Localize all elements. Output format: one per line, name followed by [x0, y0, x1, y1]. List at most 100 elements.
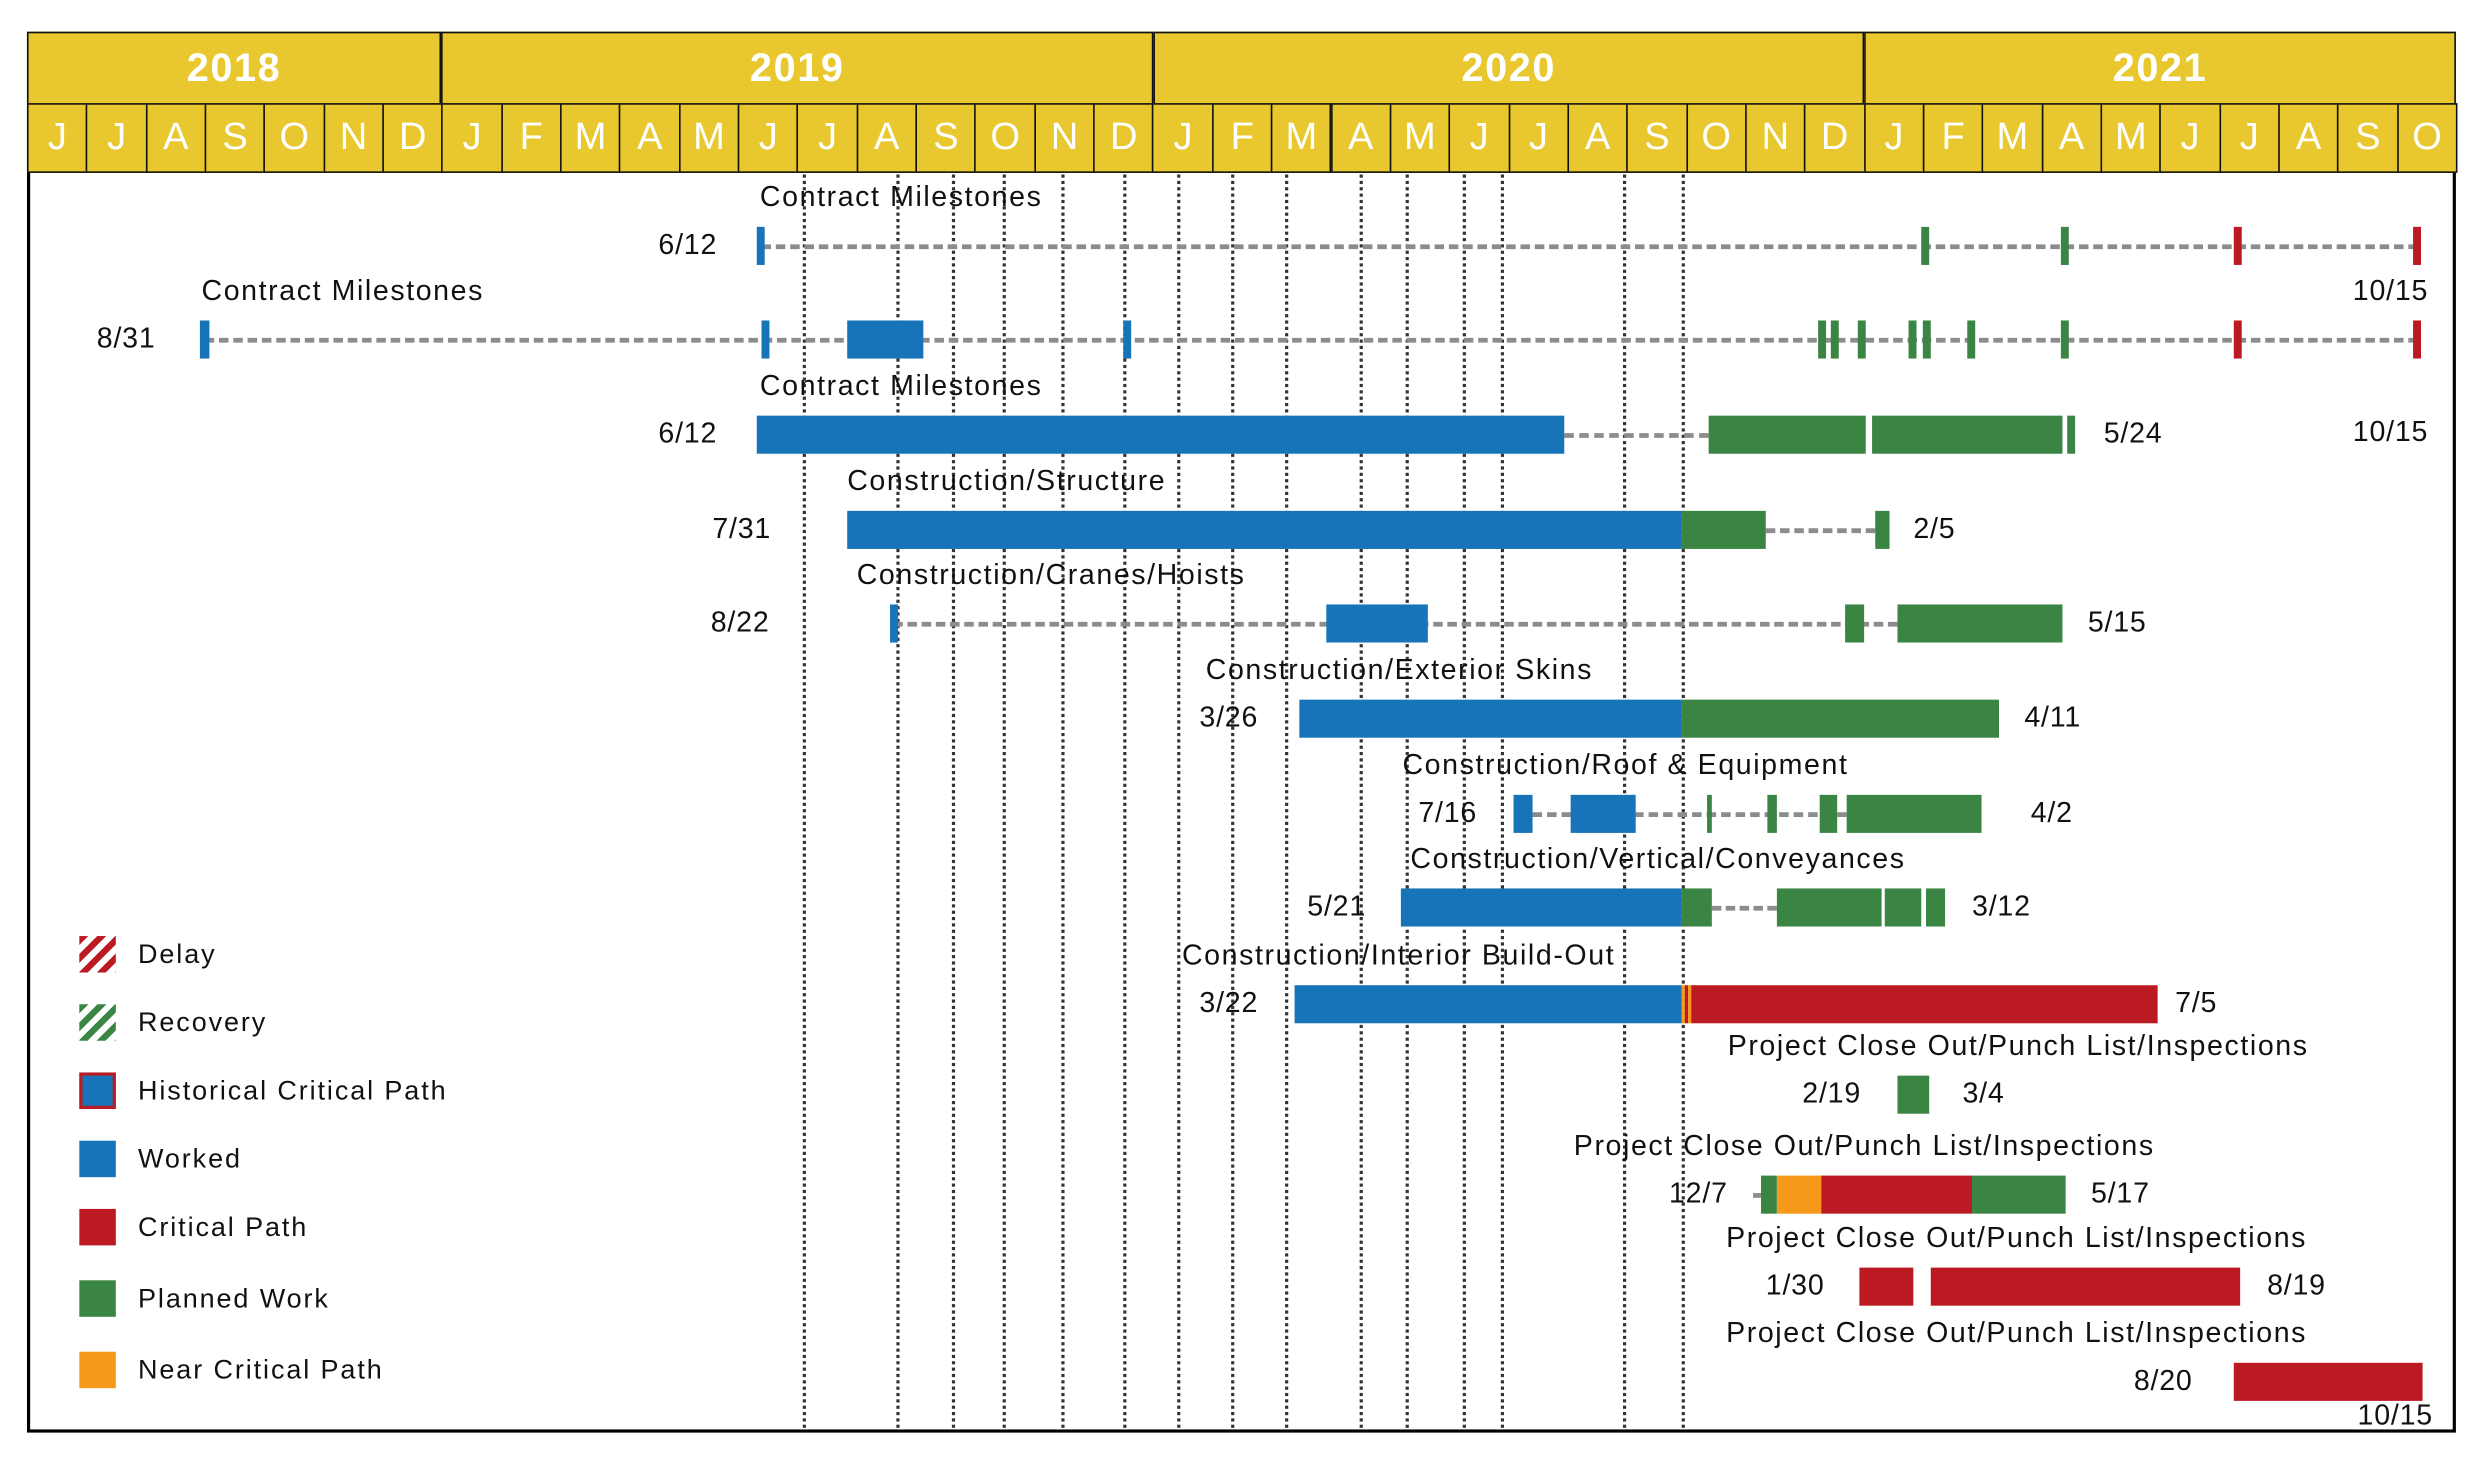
- month-cell: N: [1744, 103, 1806, 173]
- dotted-reference-line: [1285, 174, 1289, 1428]
- start-date: 6/12: [658, 228, 718, 261]
- dashed-connector: [204, 337, 2418, 343]
- legend-label: Planned Work: [138, 1282, 330, 1313]
- month-cell: J: [1508, 103, 1569, 173]
- end-date-label: 10/15: [2357, 1399, 2433, 1432]
- end-date-label: 10/15: [2352, 274, 2429, 307]
- row-label: Construction/Interior Build-Out: [1181, 939, 1616, 971]
- task-bar: [1972, 1175, 2066, 1214]
- task-bar: [1859, 1267, 1914, 1306]
- legend-label: Historical Critical Path: [138, 1074, 448, 1105]
- month-cell: D: [1804, 103, 1866, 173]
- month-cell: O: [2396, 103, 2458, 173]
- row-label: Project Close Out/Punch List/Inspections: [1726, 1316, 2308, 1349]
- row-label: Construction/Cranes/Hoists: [856, 558, 1246, 591]
- historical-critical-path-swatch-icon: [79, 1072, 116, 1109]
- start-date: 12/7: [1668, 1177, 1728, 1209]
- row-label: Contract Milestones: [759, 369, 1043, 402]
- month-cell: A: [1330, 103, 1392, 173]
- critical-path-swatch-icon: [79, 1208, 116, 1246]
- month-cell: J: [86, 103, 147, 173]
- end-date: 2/5: [1913, 512, 1956, 545]
- start-date: 8/20: [2133, 1364, 2193, 1397]
- milestone-tick: [1688, 985, 1692, 1024]
- month-cell: S: [2337, 103, 2399, 173]
- recovery-swatch-icon: [79, 1004, 116, 1041]
- row-label: Construction/Roof & Equipment: [1402, 748, 1849, 781]
- milestone-tick: [2413, 320, 2421, 359]
- end-date: 5/17: [2091, 1177, 2150, 1209]
- milestone-tick: [1922, 320, 1931, 359]
- milestone-tick: [1908, 320, 1917, 359]
- row-label: Project Close Out/Punch List/Inspections: [1573, 1129, 2155, 1162]
- year-cell: 2019: [441, 31, 1154, 105]
- dotted-reference-line: [1061, 174, 1065, 1428]
- dotted-reference-line: [1177, 174, 1181, 1428]
- dotted-reference-line: [1681, 174, 1685, 1428]
- task-bar: [1776, 1175, 1822, 1214]
- milestone-tick: [2233, 320, 2242, 359]
- near-critical-path-swatch-icon: [79, 1351, 116, 1389]
- start-date: 7/31: [712, 512, 772, 545]
- month-cell: A: [2278, 103, 2339, 173]
- end-date-label: 10/15: [2352, 415, 2429, 448]
- row-label: Project Close Out/Punch List/Inspections: [1726, 1221, 2308, 1254]
- legend-item: Historical Critical Path: [79, 1072, 448, 1109]
- dotted-reference-line: [951, 174, 956, 1428]
- month-cell: J: [797, 103, 858, 173]
- end-date: 3/12: [1972, 890, 2031, 922]
- worked-swatch-icon: [79, 1140, 116, 1178]
- month-cell: A: [1567, 103, 1629, 173]
- task-bar: [1846, 794, 1982, 833]
- end-date: 5/24: [2103, 417, 2163, 449]
- month-cell: S: [204, 103, 266, 173]
- dotted-reference-line: [1405, 174, 1409, 1428]
- task-bar: [1326, 604, 1428, 643]
- year-cell: 2020: [1153, 31, 1865, 105]
- start-date: 7/16: [1418, 796, 1478, 829]
- milestone-tick: [1830, 320, 1839, 359]
- task-bar: [2233, 1362, 2423, 1401]
- task-bar: [1897, 604, 2063, 643]
- legend-item: Critical Path: [79, 1208, 308, 1246]
- milestone-tick: [2060, 226, 2069, 265]
- task-bar: [1299, 699, 1682, 738]
- legend-label: Worked: [138, 1143, 242, 1174]
- task-bar: [847, 320, 924, 359]
- milestone-tick: [1684, 985, 1689, 1024]
- month-cell: M: [1389, 103, 1451, 173]
- month-cell: S: [1626, 103, 1688, 173]
- milestone-tick: [2067, 415, 2076, 454]
- start-date: 1/30: [1765, 1269, 1825, 1301]
- milestone-tick: [1681, 985, 1685, 1024]
- legend-item: Worked: [79, 1140, 242, 1178]
- month-cell: F: [500, 103, 562, 173]
- dotted-reference-line: [1359, 174, 1363, 1428]
- month-cell: O: [1685, 103, 1747, 173]
- dashed-connector: [1753, 1193, 1762, 1198]
- milestone-tick: [2413, 226, 2421, 265]
- row-label: Contract Milestones: [201, 274, 485, 307]
- legend-item: Planned Work: [79, 1280, 330, 1317]
- task-bar: [1400, 888, 1682, 927]
- month-cell: A: [856, 103, 918, 173]
- month-cell: J: [2159, 103, 2221, 173]
- legend-label: Delay: [138, 938, 217, 969]
- month-cell: J: [1152, 103, 1214, 173]
- month-cell: N: [1034, 103, 1095, 173]
- milestone-tick: [1857, 320, 1866, 359]
- planned-work-swatch-icon: [79, 1280, 116, 1317]
- task-bar: [1681, 699, 1999, 738]
- month-cell: O: [263, 103, 325, 173]
- month-cell: A: [619, 103, 681, 173]
- legend-item: Recovery: [79, 1004, 268, 1041]
- legend-label: Recovery: [138, 1006, 268, 1037]
- end-date: 7/5: [2175, 986, 2218, 1019]
- task-bar: [1570, 794, 1636, 833]
- month-cell: N: [323, 103, 384, 173]
- task-bar: [1926, 888, 1946, 927]
- task-bar: [1872, 415, 2063, 454]
- task-bar: [847, 510, 1682, 549]
- dashed-connector: [1765, 528, 1876, 534]
- end-date: 5/15: [2087, 606, 2147, 638]
